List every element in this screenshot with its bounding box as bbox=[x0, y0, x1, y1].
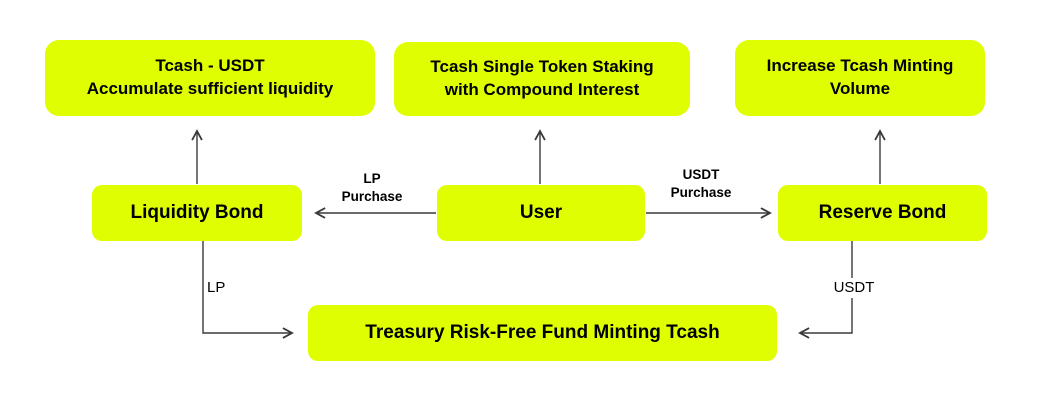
edge-label-usdt-purchase-line2: Purchase bbox=[670, 184, 732, 200]
box-tcash-usdt-line1: Tcash - USDT bbox=[155, 56, 265, 76]
box-treasury-minting: Treasury Risk-Free Fund Minting Tcash bbox=[308, 305, 777, 361]
box-user: User bbox=[437, 185, 645, 241]
box-liquidity-bond: Liquidity Bond bbox=[92, 185, 302, 241]
edge-label-lp-purchase: LP Purchase bbox=[322, 170, 422, 205]
box-increase-minting-volume: Increase Tcash Minting Volume bbox=[735, 40, 985, 116]
box-liquidity-bond-label: Liquidity Bond bbox=[130, 202, 264, 224]
edge-label-lp: LP bbox=[204, 278, 229, 298]
arrow-liquidity-bond-to-treasury bbox=[202, 241, 292, 333]
edge-label-lp-purchase-line2: Purchase bbox=[341, 188, 403, 204]
edge-label-lp-purchase-line1: LP bbox=[363, 171, 381, 186]
box-minting-line1: Increase Tcash Minting bbox=[766, 56, 954, 76]
box-minting-line2: Volume bbox=[829, 79, 891, 98]
box-tcash-usdt-liquidity: Tcash - USDT Accumulate sufficient liqui… bbox=[45, 40, 375, 116]
arrow-reserve-bond-to-treasury bbox=[800, 241, 853, 333]
edge-label-usdt-purchase-line1: USDT bbox=[682, 167, 720, 182]
box-treasury-label: Treasury Risk-Free Fund Minting Tcash bbox=[365, 322, 720, 344]
box-reserve-bond-label: Reserve Bond bbox=[818, 202, 947, 224]
box-single-token-staking: Tcash Single Token Staking with Compound… bbox=[394, 42, 690, 116]
box-staking-line2: with Compound Interest bbox=[444, 80, 640, 99]
box-tcash-usdt-line2: Accumulate sufficient liquidity bbox=[86, 79, 334, 98]
box-user-label: User bbox=[519, 202, 563, 224]
edge-label-usdt: USDT bbox=[827, 278, 881, 298]
edge-label-usdt-purchase: USDT Purchase bbox=[651, 166, 751, 201]
box-reserve-bond: Reserve Bond bbox=[778, 185, 987, 241]
box-staking-line1: Tcash Single Token Staking bbox=[430, 57, 654, 77]
